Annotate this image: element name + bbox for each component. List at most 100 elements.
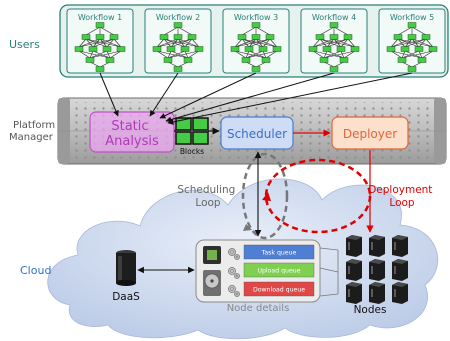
workflow-edges [234, 26, 278, 68]
hard-disk-icon [203, 270, 221, 296]
task-node [265, 34, 275, 40]
task-node [308, 46, 318, 52]
task-node [407, 34, 417, 40]
deployment-loop-label: Deployment Loop [368, 184, 436, 209]
task-node [261, 57, 271, 63]
node-server-icon [369, 235, 385, 257]
node-server-icon [392, 282, 408, 304]
platform-manager-label: Platform Manager [9, 120, 58, 143]
workflow-edges [312, 26, 356, 68]
task-node [315, 34, 325, 40]
task-node [81, 34, 91, 40]
workflow-title: Workflow 2 [156, 13, 200, 22]
task-node [428, 46, 438, 52]
queue-label: Task queue [261, 250, 297, 257]
task-node [180, 46, 190, 52]
workflow-edges [156, 26, 200, 68]
task-node [88, 46, 98, 52]
node-server-icon [392, 259, 408, 281]
workflow-submit-arrow [159, 72, 257, 119]
node-server-icon [346, 259, 362, 281]
task-node [339, 57, 349, 63]
task-node [95, 22, 105, 28]
task-node [116, 46, 126, 52]
node-details-connectors [319, 247, 339, 297]
queue-label: Download queue [253, 287, 305, 294]
task-node [350, 46, 360, 52]
task-node [85, 57, 95, 63]
task-node [95, 66, 105, 72]
workflow-title: Workflow 3 [234, 13, 278, 22]
node-details-label: Node details [227, 303, 290, 314]
workflow-title: Workflow 4 [312, 13, 356, 22]
workflow-submit-arrow [167, 72, 413, 125]
scheduling-loop-label: Scheduling Loop [177, 184, 238, 209]
task-node [407, 22, 417, 28]
task-node [194, 46, 204, 52]
task-node [187, 34, 197, 40]
task-node [336, 46, 346, 52]
task-node [400, 46, 410, 52]
node-server-icon [392, 235, 408, 257]
blocks-label: Blocks [180, 147, 204, 156]
task-node [152, 46, 162, 52]
task-node [241, 57, 251, 63]
nodes-label: Nodes [354, 304, 387, 316]
workflow-title: Workflow 5 [390, 13, 434, 22]
task-node [397, 57, 407, 63]
workflow-submit-arrow [165, 72, 335, 123]
queue-bar: Upload queue [243, 262, 315, 278]
task-node [173, 22, 183, 28]
task-node [183, 57, 193, 63]
cloud-label: Cloud [20, 264, 51, 277]
task-node [173, 66, 183, 72]
deployer-label: Deployer [343, 127, 397, 141]
static-analysis-label: Static Analysis [105, 119, 159, 149]
queue-label: Upload queue [257, 268, 300, 275]
task-node [74, 46, 84, 52]
workflow-title: Workflow 1 [78, 13, 122, 22]
queue-bar: Task queue [243, 244, 315, 260]
task-node [329, 66, 339, 72]
static-analysis-box [89, 111, 175, 153]
nodes-grid [346, 235, 408, 304]
daas-server-icon [116, 250, 136, 286]
node-server-icon [369, 282, 385, 304]
workflow-card: Workflow 4 [300, 8, 368, 74]
workflow-card: Workflow 1 [66, 8, 134, 74]
workflow-card: Workflow 5 [378, 8, 446, 74]
deployer-box [331, 116, 409, 150]
node-server-icon [369, 259, 385, 281]
scheduling-loop-arrowhead [243, 224, 252, 231]
node-server-icon [346, 235, 362, 257]
workflow-edges [390, 26, 434, 68]
users-label: Users [9, 38, 40, 51]
task-node [163, 57, 173, 63]
task-node [343, 34, 353, 40]
task-node [251, 34, 261, 40]
gear-icon [228, 248, 240, 297]
task-node [237, 34, 247, 40]
blocks-icon [175, 117, 209, 145]
task-node [244, 46, 254, 52]
task-node [319, 57, 329, 63]
daas-label: DaaS [112, 291, 140, 303]
scheduler-label: Scheduler [227, 127, 287, 141]
task-node [159, 34, 169, 40]
task-node [173, 34, 183, 40]
workflow-card: Workflow 3 [222, 8, 290, 74]
workflow-card: Workflow 2 [144, 8, 212, 74]
task-node [417, 57, 427, 63]
task-node [329, 34, 339, 40]
task-node [251, 66, 261, 72]
task-node [166, 46, 176, 52]
task-node [105, 57, 115, 63]
workflow-submit-arrow [149, 72, 179, 117]
node-server-icon [346, 282, 362, 304]
task-node [414, 46, 424, 52]
queue-bar: Download queue [243, 281, 315, 297]
task-node [95, 34, 105, 40]
task-node [386, 46, 396, 52]
